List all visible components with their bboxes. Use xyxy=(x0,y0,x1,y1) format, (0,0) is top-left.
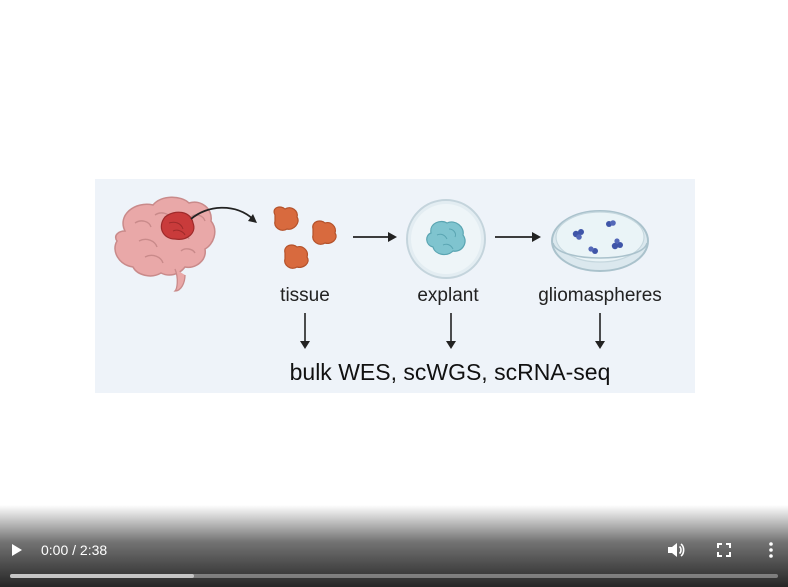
stage-label-explant: explant xyxy=(417,285,479,306)
player-controls: 0:00 / 2:38 xyxy=(0,505,788,587)
fullscreen-button[interactable] xyxy=(713,539,735,561)
brain-icon xyxy=(114,196,216,292)
more-options-button[interactable] xyxy=(762,539,780,561)
time-separator: / xyxy=(72,542,77,558)
volume-icon xyxy=(668,543,685,557)
current-time: 0:00 xyxy=(41,542,69,558)
tissue-icon xyxy=(273,206,337,269)
fullscreen-icon xyxy=(717,543,731,557)
more-vert-icon xyxy=(769,542,773,558)
explant-icon xyxy=(406,199,486,279)
assays-label: bulk WES, scWGS, scRNA-seq xyxy=(289,359,611,385)
time-display: 0:00 / 2:38 xyxy=(41,542,107,558)
duration: 2:38 xyxy=(79,542,108,558)
play-button[interactable] xyxy=(6,539,28,561)
curved-arrow xyxy=(190,206,254,220)
stage-label-tissue: tissue xyxy=(280,285,330,306)
progress-buffered xyxy=(10,574,195,578)
stage-label-gliomaspheres: gliomaspheres xyxy=(538,285,662,306)
progress-bar[interactable] xyxy=(10,574,778,578)
workflow-diagram xyxy=(114,196,649,349)
volume-button[interactable] xyxy=(664,539,688,561)
play-icon xyxy=(12,544,22,556)
workflow-figure: tissue explant gliomaspheres bulk WES, s… xyxy=(95,179,695,393)
petri-dish-icon xyxy=(551,210,649,272)
